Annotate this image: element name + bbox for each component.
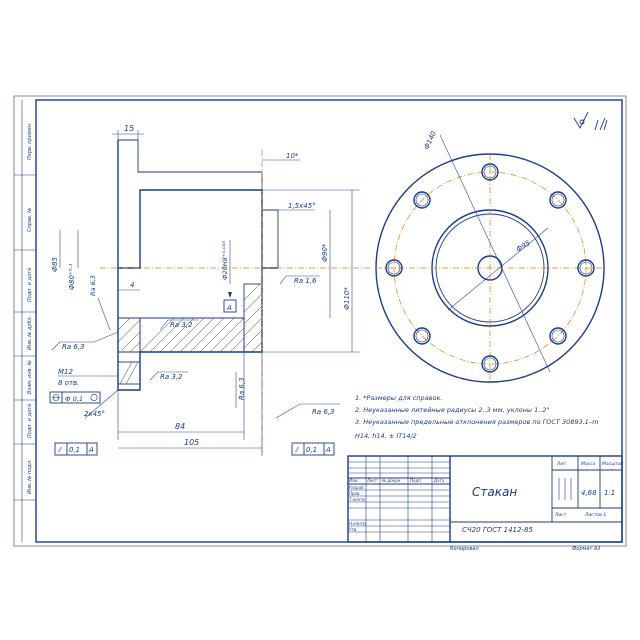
rough-ra63b: Ra 6,3 xyxy=(62,343,85,351)
dim-10: 10* xyxy=(286,152,299,160)
title-block: Изм. Лист № докум. Подп. Дата Разраб. Пр… xyxy=(347,455,624,543)
outer-frame xyxy=(13,95,627,547)
rough-ra63d: Ra 6,3 xyxy=(312,408,335,416)
scale: 1:1 xyxy=(604,489,615,497)
svg-text:Лист: Лист xyxy=(554,512,567,518)
dim-d85: Ф85 xyxy=(51,257,59,272)
svg-text:Пров.: Пров. xyxy=(349,491,361,496)
dim-m12: M12 xyxy=(58,368,73,376)
dim-d20h8: Ф20H8⁺⁰·⁰³³ xyxy=(221,241,229,280)
dim-d140: Ф140 xyxy=(423,129,439,150)
dim-105: 105 xyxy=(184,438,199,447)
svg-text:Дата: Дата xyxy=(433,478,445,483)
inner-frame xyxy=(35,99,623,543)
format-label: Формат А3 xyxy=(572,546,600,552)
dim-ra63a: Ra 6,3 xyxy=(89,275,97,296)
svg-text:⫽: ⫽ xyxy=(294,446,300,454)
rough-ra32b: Ra 3,2 xyxy=(160,373,183,381)
svg-text:Масса: Масса xyxy=(581,461,596,467)
dim-15: 15 xyxy=(124,124,134,133)
material: СЧ20 ГОСТ 1412-85 xyxy=(462,526,533,534)
svg-text:0,1: 0,1 xyxy=(306,446,317,454)
svg-text:№ докум.: № докум. xyxy=(381,478,402,483)
dim-d90: Ф90* xyxy=(321,243,329,262)
sidebar-label-4: Взам. инв. № xyxy=(27,360,33,394)
svg-text:0,1: 0,1 xyxy=(69,446,80,454)
dim-4: 4 xyxy=(130,281,134,289)
sidebar-label-1: Справ. № xyxy=(27,208,33,232)
svg-text:Утв.: Утв. xyxy=(349,527,357,532)
svg-text:Разраб.: Разраб. xyxy=(349,485,365,490)
svg-text:Изм.: Изм. xyxy=(349,478,358,483)
note-2: 2. Неуказанные литейные радиусы 2..3 мм,… xyxy=(355,406,550,414)
mass: 4,68 xyxy=(581,489,597,497)
datum-A: A xyxy=(226,304,232,312)
rough-ra63c: Ra 6,3 xyxy=(238,377,246,400)
tol-position: Ф 0,1 xyxy=(65,395,83,403)
svg-text:A: A xyxy=(325,446,331,454)
roughness-general-icon xyxy=(573,111,608,131)
svg-text:Масштаб: Масштаб xyxy=(602,461,624,467)
dim-84: 84 xyxy=(175,422,185,431)
svg-text:Лит.: Лит. xyxy=(556,461,567,467)
sidebar-label-0: Перв. примен. xyxy=(27,122,33,160)
section-dimensions: 15 10* 1,5x45° Ф85 Ф80⁺⁰·¹ Ra 6,3 4 Ф20H… xyxy=(49,124,360,456)
sidebar-label-5: Подп. и дата xyxy=(27,404,33,438)
sidebar-label-6: Инв. № подл. xyxy=(27,460,33,495)
svg-text:A: A xyxy=(88,446,94,454)
svg-text:Листов 1: Листов 1 xyxy=(584,512,606,518)
svg-text:Подп.: Подп. xyxy=(410,478,422,483)
front-view xyxy=(375,134,605,383)
part-name: Стакан xyxy=(472,485,517,499)
dim-chamfer15: 1,5x45° xyxy=(288,202,316,210)
rough-ra16: Ra 1,6 xyxy=(294,277,317,285)
note-4: H14, h14, ± IT14/2 xyxy=(355,432,417,440)
svg-text:Н.контр.: Н.контр. xyxy=(349,521,367,526)
dim-chamfer2: 2x45° xyxy=(84,410,105,418)
copied-label: Копировал xyxy=(450,546,479,552)
svg-text:⫽: ⫽ xyxy=(57,446,63,454)
svg-text:Т.контр.: Т.контр. xyxy=(349,497,366,502)
sidebar-labels: Перв. примен. Справ. № Подп. и дата Инв.… xyxy=(27,122,33,494)
rough-ra32a: Ra 3,2 xyxy=(170,321,193,329)
sidebar-label-2: Подп. и дата xyxy=(27,268,33,302)
note-3: 3. Неуказанные предельные отклонения раз… xyxy=(355,418,598,426)
dim-d110: Ф110* xyxy=(343,287,351,310)
technical-notes: 1. *Размеры для справок. 2. Неуказанные … xyxy=(355,394,598,440)
note-1: 1. *Размеры для справок. xyxy=(355,394,442,402)
sidebar-label-3: Инв. № дубл. xyxy=(27,316,33,350)
dim-d80: Ф80⁺⁰·¹ xyxy=(68,263,76,290)
tol-frame-right: ⫽ 0,1 A xyxy=(291,442,335,456)
dim-holes: 8 отв. xyxy=(58,379,79,387)
svg-text:Лист: Лист xyxy=(366,478,378,483)
tol-frame-left: ⫽ 0,1 A xyxy=(54,442,98,456)
dim-d95: Ф95 xyxy=(515,239,532,254)
bolt-holes xyxy=(385,163,595,373)
